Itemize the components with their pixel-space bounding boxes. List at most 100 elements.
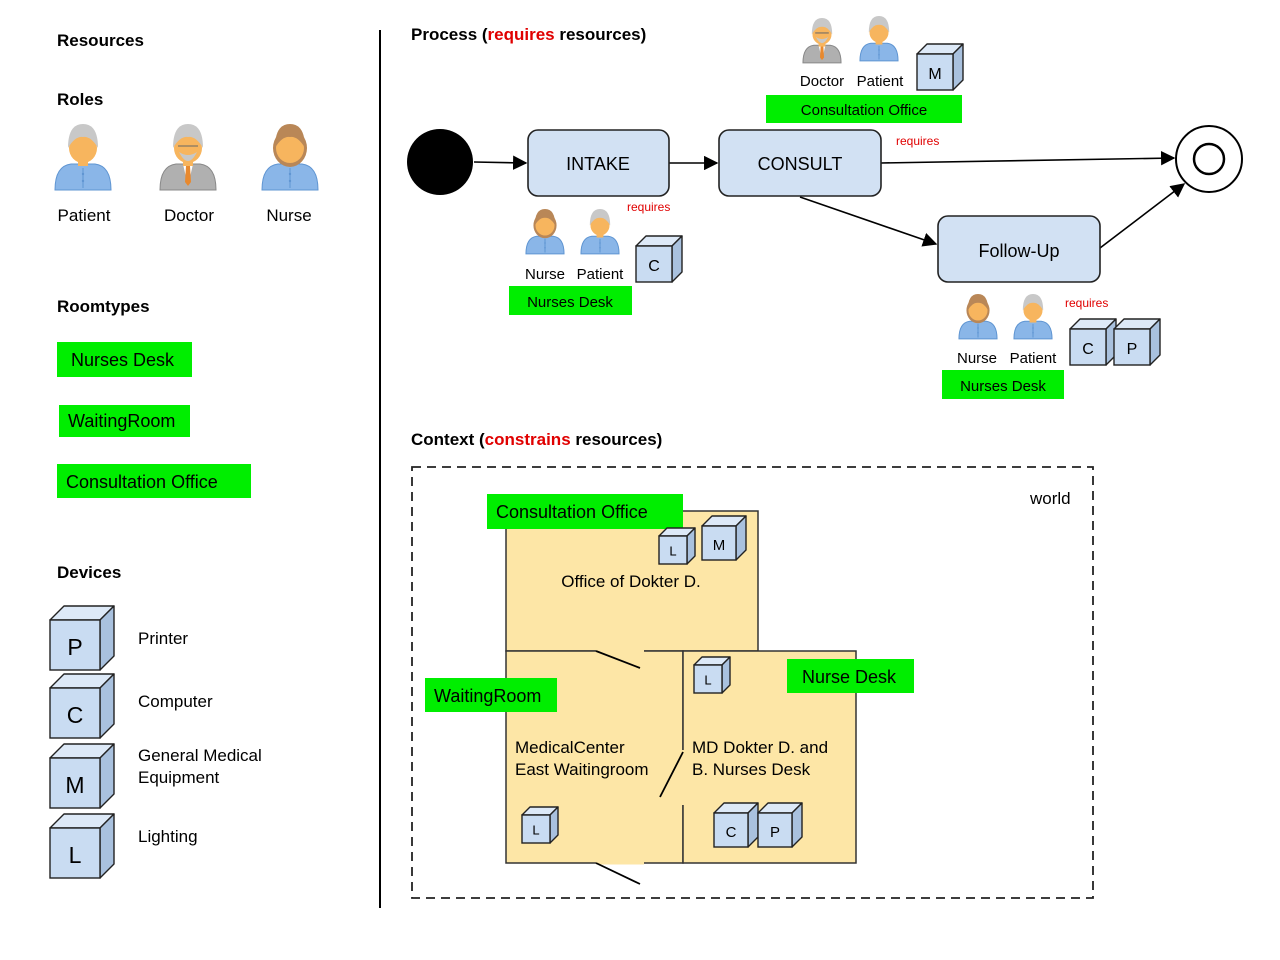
- patient-icon: [54, 124, 112, 191]
- office-tag: [487, 494, 683, 529]
- intake-req-role-patient: Patient: [577, 266, 625, 283]
- waiting-tag: [425, 678, 557, 712]
- consult-req-room: Consultation Office: [801, 102, 927, 119]
- end-event-inner: [1192, 142, 1226, 176]
- process-panel: Process (requires resources) INTAKE CONS…: [407, 16, 1243, 399]
- device-legend-l-letter: L: [69, 842, 82, 868]
- waiting-tag-label: WaitingRoom: [434, 686, 541, 706]
- followup-patient-icon: [1013, 294, 1053, 340]
- office-tag-label: Consultation Office: [496, 502, 648, 522]
- roomtype-nurses-desk: Nurses Desk: [71, 350, 175, 370]
- followup-device-printer: P: [1113, 318, 1161, 366]
- office-device-medical: M: [701, 515, 747, 561]
- office-device-lighting: L: [658, 527, 696, 565]
- process-heading: Process (requires resources): [411, 25, 646, 44]
- intake-device-computer: C: [635, 235, 683, 283]
- nurse-icon: [261, 124, 319, 191]
- waiting-device-lighting: L: [521, 806, 559, 844]
- device-legend-p: P: [49, 605, 115, 671]
- followup-req-role-nurse: Nurse: [957, 350, 997, 367]
- device-legend-m-letter: M: [65, 772, 84, 798]
- role-label-nurse: Nurse: [266, 206, 311, 225]
- nurse-device-printer: P: [757, 802, 803, 848]
- resources-heading: Resources: [57, 31, 144, 50]
- consult-device-medical: M: [916, 43, 964, 91]
- device-legend-m: M: [49, 743, 115, 809]
- waiting-name-line1: MedicalCenter: [515, 738, 625, 757]
- nurse-name-line1: MD Dokter D. and: [692, 738, 828, 757]
- device-legend-p-letter: P: [67, 634, 82, 660]
- context-panel: Context (constrains resources) world Con…: [411, 430, 1094, 899]
- intake-req-role-nurse: Nurse: [525, 266, 565, 283]
- nurse-device-computer: C: [713, 802, 759, 848]
- task-intake: [527, 129, 670, 197]
- nurse-device-printer-letter: P: [770, 824, 780, 841]
- intake-req-room: Nurses Desk: [527, 294, 613, 311]
- nurse-tag: [787, 659, 914, 693]
- intake-device-computer-letter: C: [648, 258, 660, 275]
- nurse-device-computer-letter: C: [726, 824, 737, 841]
- consult-req-room-tag: [766, 95, 962, 123]
- task-followup: [937, 215, 1101, 283]
- task-consult-label: CONSULT: [758, 154, 843, 174]
- task-followup-label: Follow-Up: [978, 241, 1059, 261]
- followup-requires-label: requires: [1065, 296, 1108, 310]
- device-legend-c: C: [49, 673, 115, 739]
- waiting-name-line2: East Waitingroom: [515, 760, 649, 779]
- device-legend-l: L: [49, 813, 115, 879]
- office-device-medical-letter: M: [713, 537, 726, 554]
- role-icons: [54, 124, 319, 191]
- context-heading: Context (constrains resources): [411, 430, 662, 449]
- device-legend-c-letter: C: [67, 702, 84, 728]
- flow-consult-end: [880, 151, 1176, 166]
- followup-req-room-tag: [942, 370, 1064, 399]
- roomtype-consultation-office-tag: [57, 464, 251, 498]
- consult-req-role-doctor: Doctor: [800, 73, 844, 90]
- door-entrance: [595, 862, 641, 885]
- resources-panel: Resources Roles Patient Doctor Nurse Roo…: [49, 31, 319, 879]
- device-legend: P C M L: [49, 605, 115, 879]
- office-device-lighting-letter: L: [669, 544, 676, 559]
- world-label: world: [1029, 489, 1071, 508]
- consult-requires-label: requires: [896, 134, 939, 148]
- roomtype-nurses-desk-tag: [57, 342, 192, 377]
- nurse-name-line2: B. Nurses Desk: [692, 760, 811, 779]
- intake-nurse-icon: [525, 209, 565, 255]
- consult-device-medical-letter: M: [928, 66, 941, 83]
- device-label-medical-line1: General Medical: [138, 746, 262, 765]
- device-label-computer: Computer: [138, 692, 213, 711]
- devices-heading: Devices: [57, 563, 121, 582]
- role-label-doctor: Doctor: [164, 206, 214, 225]
- device-label-printer: Printer: [138, 629, 188, 648]
- intake-requires-label: requires: [627, 200, 670, 214]
- followup-device-printer-letter: P: [1127, 341, 1138, 358]
- followup-req-role-patient: Patient: [1010, 350, 1058, 367]
- followup-req-room: Nurses Desk: [960, 378, 1046, 395]
- consult-req-role-patient: Patient: [857, 73, 905, 90]
- nurse-device-lighting-letter: L: [704, 673, 711, 688]
- nurse-device-lighting: L: [693, 656, 731, 694]
- office-name: Office of Dokter D.: [561, 572, 701, 591]
- followup-nurse-icon: [958, 294, 998, 340]
- roomtype-waitingroom: WaitingRoom: [68, 411, 175, 431]
- intake-req-room-tag: [509, 286, 632, 315]
- intake-patient-icon: [580, 209, 620, 255]
- start-event: [407, 129, 473, 195]
- roomtypes-heading: Roomtypes: [57, 297, 150, 316]
- flow-followup-end: [1099, 183, 1186, 249]
- context-devices: L M L L C P: [521, 515, 803, 848]
- task-consult: [718, 129, 882, 197]
- task-intake-label: INTAKE: [566, 154, 630, 174]
- consult-patient-icon: [859, 16, 899, 62]
- device-label-lighting: Lighting: [138, 827, 198, 846]
- roles-heading: Roles: [57, 90, 103, 109]
- roomtype-consultation-office: Consultation Office: [66, 472, 218, 492]
- followup-device-computer: C: [1069, 318, 1117, 366]
- waiting-device-lighting-letter: L: [532, 823, 539, 838]
- nurse-tag-label: Nurse Desk: [802, 667, 897, 687]
- consult-doctor-icon: [802, 18, 842, 64]
- doctor-icon: [159, 124, 217, 191]
- door-internal: [659, 751, 684, 798]
